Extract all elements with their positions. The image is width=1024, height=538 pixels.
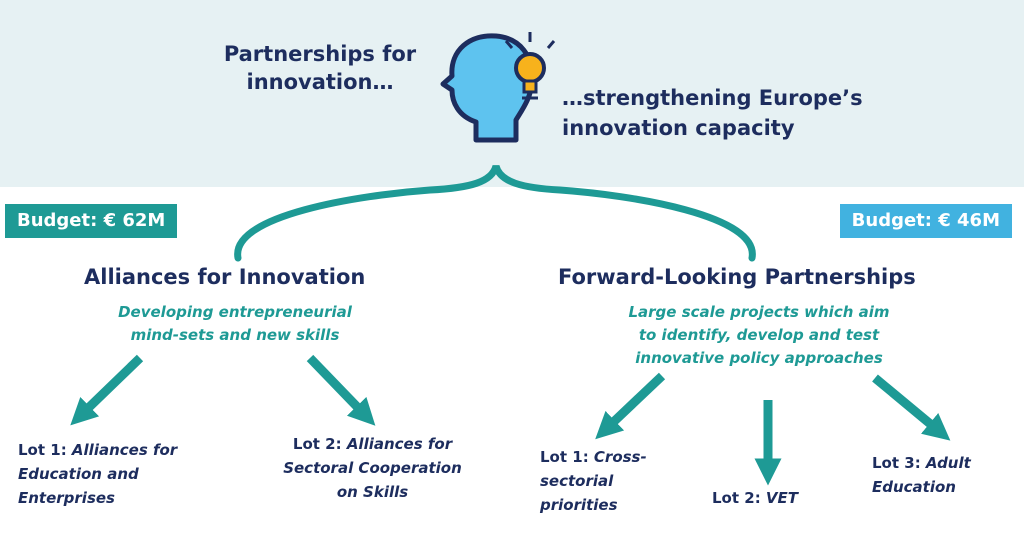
right-branch-subtitle: Large scale projects which aim to identi… [628, 303, 890, 367]
lot-name: Alliances for Sectoral Cooperation on Sk… [283, 435, 462, 501]
left-lot-2: Lot 2: Alliances for Sectoral Cooperatio… [275, 432, 470, 504]
lot-prefix: Lot 3: [872, 454, 926, 472]
left-branch-title: Alliances for Innovation [84, 265, 366, 289]
right-lot-1: Lot 1: Cross-sectorial priorities [540, 445, 680, 517]
lot-prefix: Lot 1: [18, 441, 72, 459]
header-right-text: …strengthening Europe’s innovation capac… [562, 86, 863, 140]
lot-name: Adult Education [872, 454, 971, 496]
lightbulb-icon [504, 32, 556, 100]
arrow-right-lot1 [595, 372, 666, 440]
right-branch-title: Forward-Looking Partnerships [558, 265, 916, 289]
arrow-right-lot3 [872, 374, 951, 441]
arrow-left-lot2 [306, 354, 376, 426]
budget-badge-left: Budget: € 62M [5, 204, 178, 238]
head-icon [440, 32, 556, 143]
left-lot-1: Lot 1: Alliances for Education and Enter… [18, 438, 183, 510]
lot-prefix: Lot 2: [712, 489, 766, 507]
lot-prefix: Lot 1: [540, 448, 594, 466]
budget-badge-right: Budget: € 46M [839, 204, 1012, 238]
right-lot-2: Lot 2: VET [712, 486, 862, 510]
lot-name: VET [765, 489, 799, 507]
lot-name: Alliances for Education and Enterprises [18, 441, 178, 507]
brace-connector [234, 164, 756, 262]
right-lot-3: Lot 3: Adult Education [872, 451, 992, 499]
lot-prefix: Lot 2: [292, 435, 347, 453]
header-left-text: Partnerships for innovation… [223, 42, 417, 94]
arrow-left-lot1 [70, 354, 144, 426]
lot-name: Cross-sectorial priorities [540, 448, 647, 514]
left-branch-subtitle: Developing entrepreneurial mind-sets and… [118, 303, 352, 344]
